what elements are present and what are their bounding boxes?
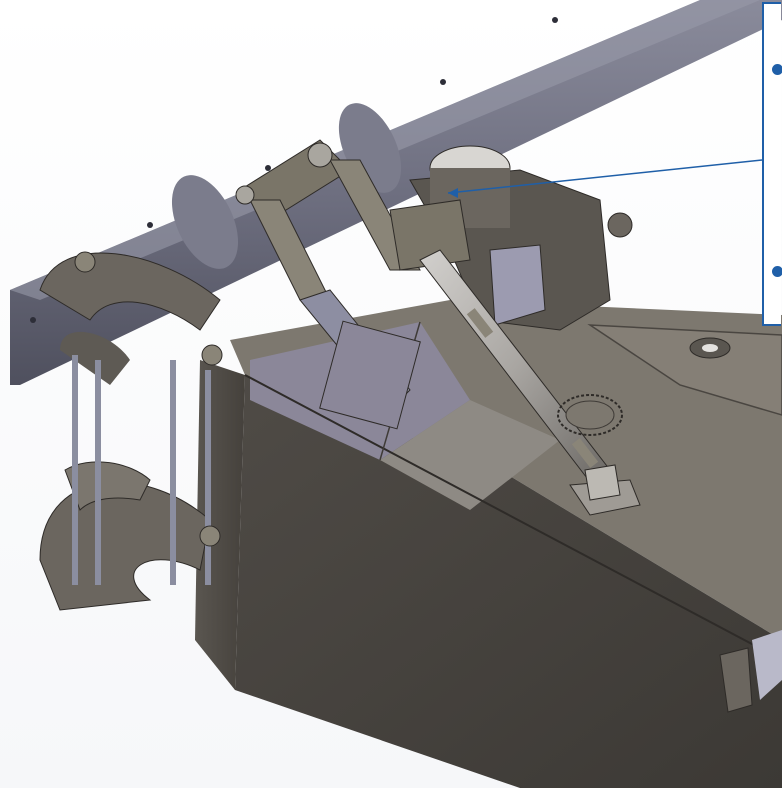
linkage-arms: [235, 139, 471, 430]
callout-arrow-icon: [448, 188, 458, 198]
clamp-rings: [39, 251, 223, 611]
blue-dot-icon: [772, 64, 782, 75]
callout-box: [762, 2, 782, 326]
deck-ring: [557, 394, 623, 436]
main-body: [195, 300, 782, 788]
blue-dot-icon: [772, 266, 782, 277]
callout-leader-line: [447, 159, 763, 194]
